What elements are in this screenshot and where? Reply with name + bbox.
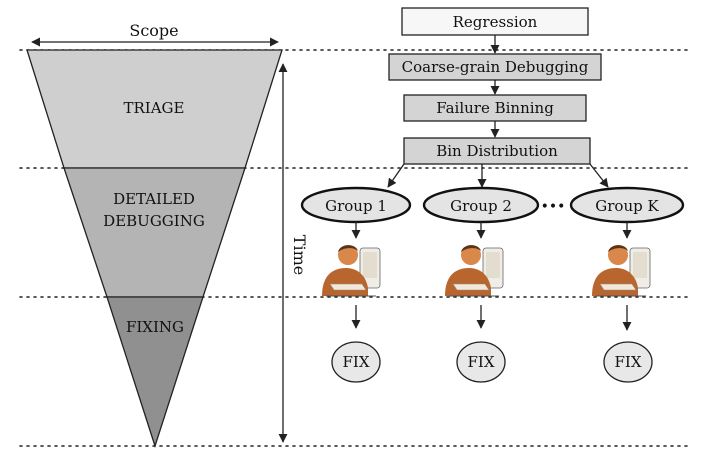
- groups: Group 1 Group 2 ••• Group K: [300, 186, 685, 224]
- fix-ellipse-1: [331, 341, 381, 383]
- stage-label-fixing: FIXING: [126, 318, 184, 336]
- step-label-bin-distribution: Bin Distribution: [436, 142, 558, 160]
- funnel-stage-detailed-debugging: [63, 167, 246, 298]
- flow-steps: Regression Coarse-grain Debugging Failur…: [388, 7, 602, 165]
- fix-ellipse-k: [603, 341, 653, 383]
- time-label: Time: [290, 235, 309, 275]
- group-ellipsis: •••: [541, 199, 566, 215]
- step-label-regression: Regression: [453, 13, 538, 31]
- step-box-bin-distribution: [403, 137, 591, 165]
- scope-label: Scope: [129, 21, 178, 40]
- stage-label-triage: TRIAGE: [124, 99, 185, 117]
- arrow-to-group-1: [387, 163, 405, 188]
- funnel-stage-fixing: [106, 296, 204, 449]
- engineer-icon: [322, 245, 381, 297]
- engineer-icon: [445, 245, 504, 297]
- group-label-2: Group 2: [450, 197, 512, 215]
- fix-label-2: FIX: [467, 353, 494, 371]
- group-label-1: Group 1: [325, 197, 387, 215]
- fix-label-1: FIX: [342, 353, 369, 371]
- engineer-icon: [592, 245, 651, 297]
- arrow-to-group-k: [589, 163, 609, 188]
- stage-label-detailed-line1: DETAILED: [113, 190, 195, 208]
- group-label-k: Group K: [595, 197, 659, 215]
- fix-ellipse-2: [456, 341, 506, 383]
- stage-label-detailed-line2: DEBUGGING: [103, 212, 205, 230]
- step-label-failure-binning: Failure Binning: [436, 99, 554, 117]
- step-label-coarse-grain-debugging: Coarse-grain Debugging: [402, 58, 589, 76]
- fix-label-k: FIX: [614, 353, 641, 371]
- step-box-regression: [401, 7, 589, 36]
- funnel: TRIAGE DETAILED DEBUGGING FIXING: [26, 49, 283, 449]
